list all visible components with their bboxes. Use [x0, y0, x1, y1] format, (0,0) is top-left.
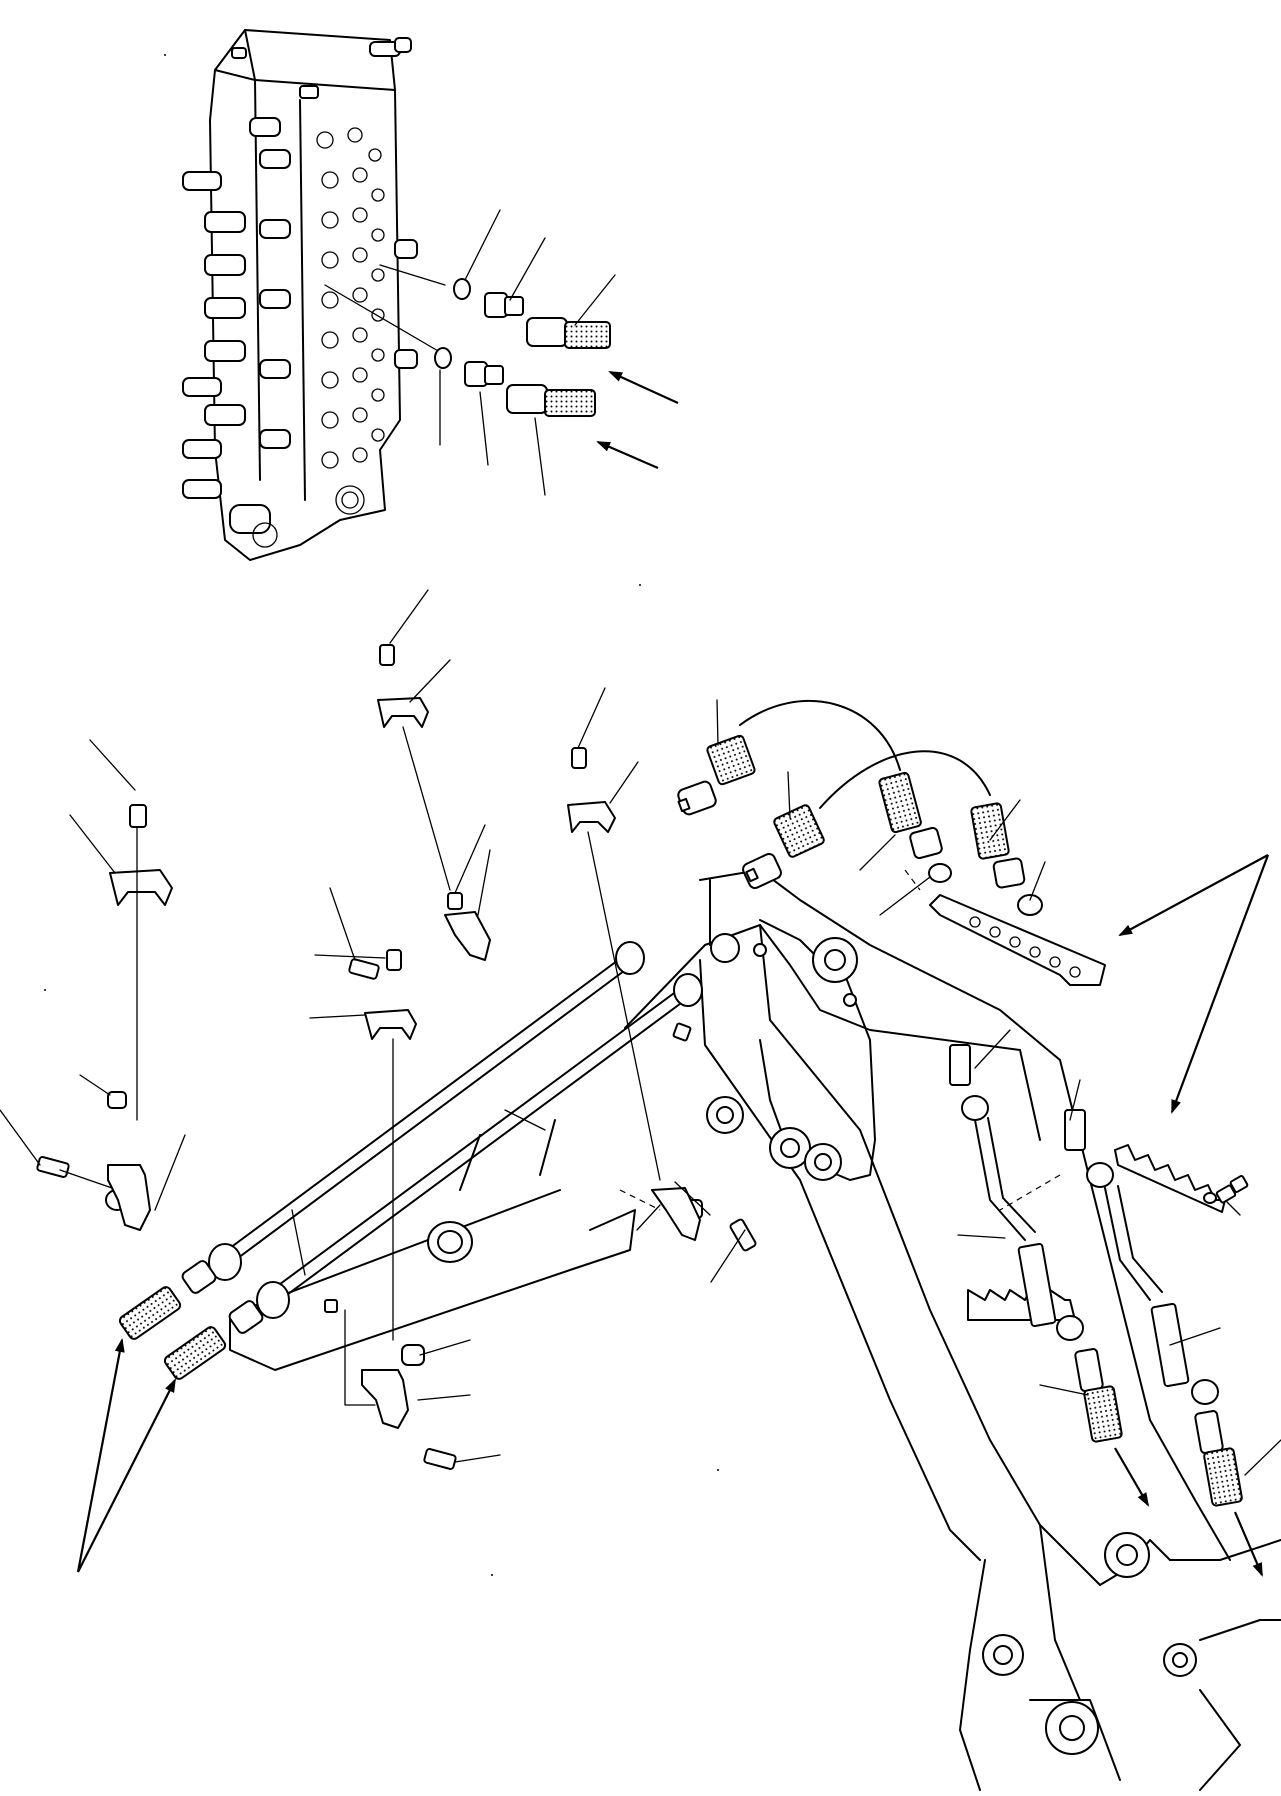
assembly-line — [904, 869, 921, 891]
print-specks — [44, 54, 719, 1576]
flow-arrow-icon — [1114, 1447, 1150, 1507]
clamp-icon — [361, 949, 457, 1470]
o-ring-icon — [453, 278, 471, 300]
assembly-line — [999, 1174, 1061, 1211]
port-center-line — [379, 264, 446, 286]
hydraulic-hose-icon — [506, 384, 596, 417]
hydraulic-hose-icon — [118, 1260, 217, 1340]
spacer-icon — [107, 1091, 127, 1109]
spacer-icon — [672, 1022, 692, 1042]
nut-icon — [1017, 894, 1043, 916]
clamp-icon — [348, 644, 491, 980]
hydraulic-hose-icon — [208, 941, 703, 1319]
flow-arrow-icon — [1170, 854, 1270, 1114]
hydraulic-hose-icon — [163, 1300, 264, 1380]
hydraulic-hose-icon — [526, 317, 611, 349]
boom-arm-icon — [229, 869, 1281, 1791]
hydraulic-hose-icon — [949, 1044, 1123, 1443]
clamp-bar-icon — [1114, 1144, 1226, 1213]
o-ring-icon — [434, 347, 452, 369]
flow-arrow-icon — [77, 1378, 176, 1573]
spacer-icon — [324, 1299, 338, 1313]
assembly-line — [344, 1309, 376, 1406]
assembly-line — [1224, 1199, 1241, 1216]
flow-arrow-icon — [608, 370, 679, 405]
port-center-line — [324, 284, 446, 356]
mounting-plate-icon — [929, 894, 1106, 986]
flow-arrow-icon — [1118, 854, 1269, 936]
flow-arrow-icon — [1233, 1511, 1264, 1577]
control-valve-icon — [182, 29, 418, 561]
bolt-icon — [1215, 1175, 1249, 1204]
leader-lines-valve — [439, 209, 616, 496]
hydraulic-hose-icon — [677, 700, 1026, 889]
flow-arrow-icon — [596, 440, 659, 470]
fitting-icon — [484, 292, 524, 318]
assembly-line — [619, 1189, 661, 1211]
clamp-icon — [36, 804, 173, 1231]
fitting-icon — [464, 361, 504, 387]
leader-lines — [0, 589, 1281, 1476]
nut-icon — [928, 863, 952, 883]
flow-arrow-icon — [76, 1338, 125, 1573]
assembly-line — [59, 1169, 113, 1189]
washer-icon — [1203, 1192, 1217, 1204]
clamp-icon — [567, 747, 757, 1252]
